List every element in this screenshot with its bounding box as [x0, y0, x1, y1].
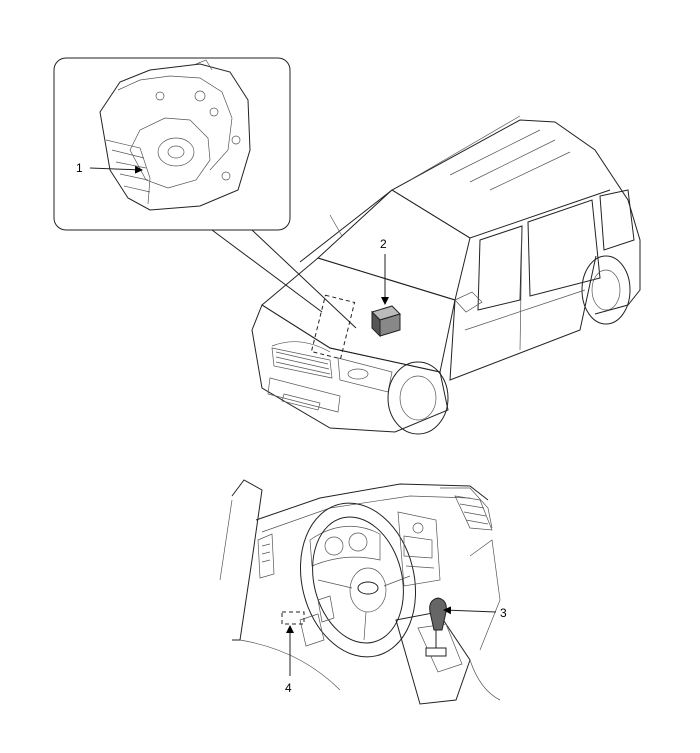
wheel-emblem: [357, 581, 379, 595]
callout-2: 2: [380, 237, 387, 251]
callout-1: 1: [76, 161, 83, 175]
transaxle-inset: 1: [53, 57, 291, 231]
inset-pointer-line-right: [251, 229, 357, 329]
leader-line-3: [443, 606, 497, 615]
shift-lever: [425, 597, 447, 657]
tcm-unit: [371, 305, 401, 338]
inset-frame: [53, 57, 291, 231]
callout-4: 4: [285, 681, 292, 695]
dashed-location-box: [281, 611, 305, 625]
inset-pointer-line-left: [211, 229, 323, 313]
interior-illustration: [219, 479, 501, 705]
transaxle-location-dashed: [310, 294, 356, 360]
leader-line-1: [89, 165, 143, 174]
vehicle-illustration: [251, 115, 641, 435]
transaxle-illustration: [99, 59, 251, 211]
callout-3: 3: [500, 606, 507, 620]
